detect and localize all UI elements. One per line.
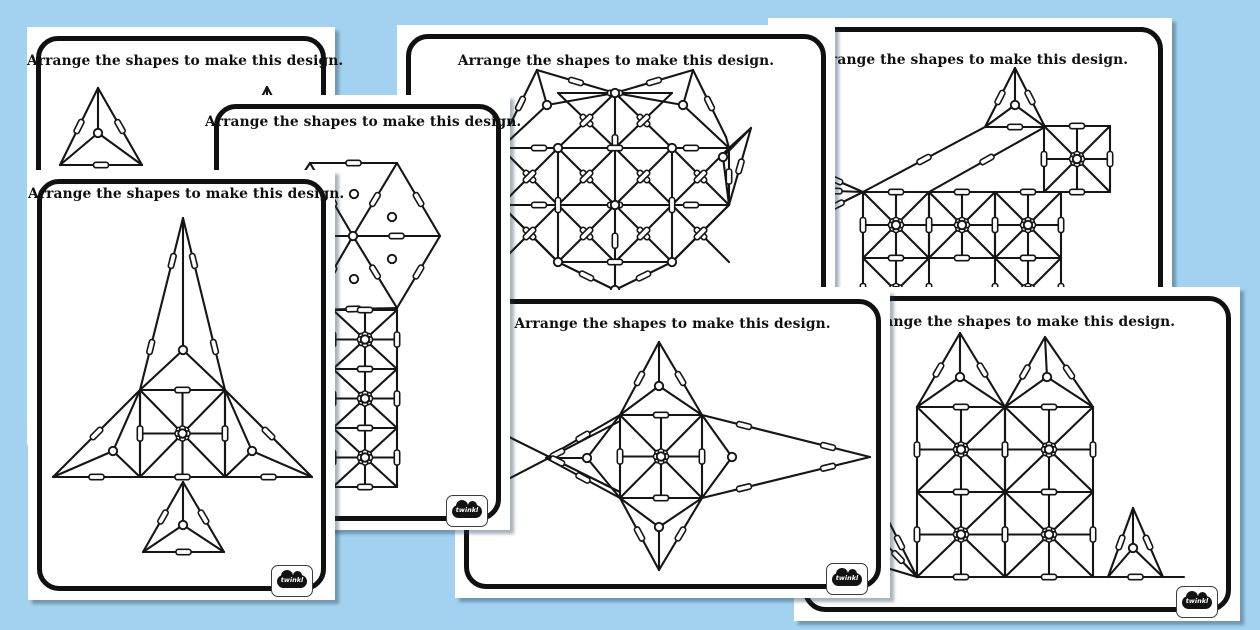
page-title: Arrange the shapes to make this design.: [28, 186, 345, 202]
twinkl-cloud-icon: twinkl: [832, 567, 862, 586]
page-title: Arrange the shapes to make this design.: [205, 114, 522, 130]
four-point-star-design-drawing: [493, 340, 872, 572]
rocket-design-drawing: [51, 216, 314, 556]
page-title: Arrange the shapes to make this design.: [858, 314, 1176, 330]
twinkl-logo: twinkl: [446, 495, 488, 527]
page-title: Arrange the shapes to make this design.: [457, 53, 775, 69]
twinkl-logo-label: twinkl: [455, 505, 479, 514]
twinkl-logo-label: twinkl: [835, 573, 859, 582]
castle-towers-design-drawing: [875, 331, 1186, 581]
twinkl-logo: twinkl: [271, 565, 313, 597]
twinkl-logo: twinkl: [826, 563, 868, 595]
page-title: Arrange the shapes to make this design.: [514, 316, 831, 332]
twinkl-cloud-icon: twinkl: [277, 569, 307, 588]
twinkl-cloud-icon: twinkl: [1182, 590, 1212, 609]
worksheet-page-four-point-star: Arrange the shapes to make this design. …: [455, 290, 890, 598]
page-title: Arrange the shapes to make this design.: [27, 53, 344, 69]
twinkl-cloud-icon: twinkl: [452, 499, 482, 518]
page-title: Arrange the shapes to make this design.: [811, 52, 1129, 68]
twinkl-logo-label: twinkl: [280, 575, 304, 584]
twinkl-logo-label: twinkl: [1185, 596, 1209, 605]
worksheet-page-rocket: Arrange the shapes to make this design. …: [28, 170, 345, 600]
twinkl-logo: twinkl: [1176, 586, 1218, 618]
